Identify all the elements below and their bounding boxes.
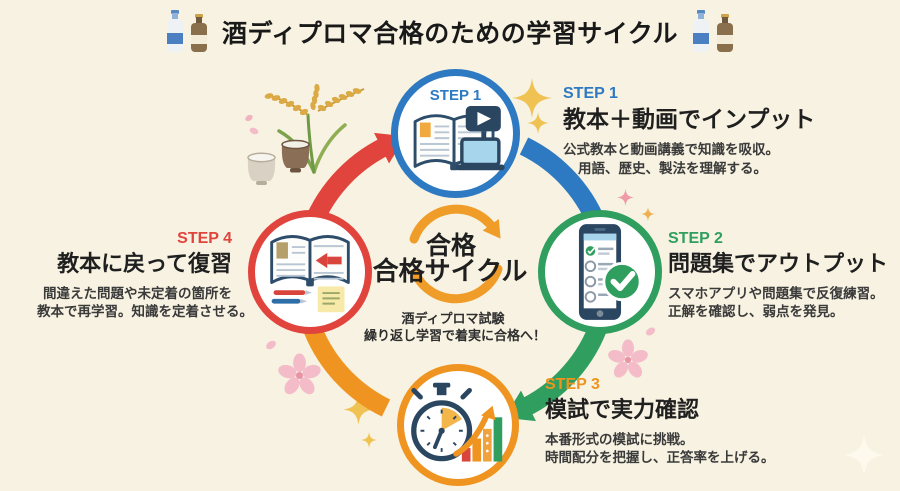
sparkle-icon bbox=[512, 78, 552, 118]
step2-label: STEP 2 bbox=[668, 230, 723, 247]
step3-text-block: STEP 3 模試で実力確認 本番形式の模試に挑戦。 時間配分を把握し、正答率を… bbox=[545, 376, 775, 468]
step1-text-block: STEP 1 教本＋動画でインプット 公式教本と動画講義で知識を吸収。 用語、歴… bbox=[563, 85, 815, 178]
smartphone-checklist-icon bbox=[578, 224, 642, 320]
center-caption-line2: 繰り返し学習で着実に合格へ！ bbox=[363, 328, 547, 343]
step1-desc-line2: 用語、歴史、製法を理解する。 bbox=[578, 160, 767, 176]
step1-circle: STEP 1 bbox=[391, 69, 520, 198]
sake-bottles-icon bbox=[166, 10, 207, 52]
step2-text-block: STEP 2 問題集でアウトプット スマホアプリや問題集で反復練習。 正解を確認… bbox=[668, 230, 888, 322]
step3-label: STEP 3 bbox=[545, 376, 600, 393]
step4-circle bbox=[248, 210, 372, 334]
petal-icon bbox=[645, 327, 656, 336]
center-caption-line1: 酒ディプロマ試験 bbox=[401, 311, 505, 326]
stopwatch-chart-icon bbox=[411, 382, 503, 462]
step3-circle bbox=[397, 364, 519, 486]
step2-desc-line2: 正解を確認し、弱点を発見。 bbox=[668, 304, 844, 320]
step4-desc-line2: 教本で再学習。知識を定着させる。 bbox=[37, 304, 253, 320]
sparkle-icon bbox=[617, 189, 634, 206]
page-title: 酒ディプロマ合格のための学習サイクル bbox=[221, 20, 678, 48]
open-book-review-icon bbox=[270, 235, 350, 313]
sparkle-icon bbox=[361, 432, 377, 448]
sparkle-icon bbox=[343, 394, 374, 425]
step3-desc-line1: 本番形式の模試に挑戦。 bbox=[545, 431, 694, 447]
step4-label: STEP 4 bbox=[177, 230, 232, 247]
book-laptop-video-icon bbox=[413, 105, 505, 170]
step4-text-block: STEP 4 教本に戻って復習 間違えた問題や未定着の箇所を 教本で再学習。知識… bbox=[37, 230, 253, 322]
arrow-step2-to-step3 bbox=[504, 318, 609, 422]
sake-cups-icon bbox=[247, 139, 310, 185]
petal-icon bbox=[245, 114, 259, 135]
step1-circle-label: STEP 1 bbox=[429, 86, 482, 104]
step3-heading: 模試で実力確認 bbox=[545, 397, 700, 423]
step1-desc-line1: 公式教本と動画講義で知識を吸収。 bbox=[563, 141, 779, 157]
step3-desc-line2: 時間配分を把握し、正答率を上げる。 bbox=[545, 450, 775, 466]
center-cycle-label: 合格サイクル bbox=[372, 256, 528, 286]
step4-desc-line1: 間違えた問題や未定着の箇所を bbox=[43, 285, 232, 301]
sake-bottles-icon bbox=[693, 10, 733, 52]
center-cycle-arrow-icon bbox=[409, 204, 503, 304]
cherry-blossom-icon bbox=[608, 339, 648, 378]
petal-icon bbox=[266, 340, 276, 350]
step2-heading: 問題集でアウトプット bbox=[668, 251, 889, 277]
arrow-step3-to-step4 bbox=[295, 301, 391, 417]
step2-circle bbox=[538, 210, 662, 334]
step1-heading: 教本＋動画でインプット bbox=[563, 106, 816, 133]
cherry-blossom-icon bbox=[278, 353, 321, 395]
step4-heading: 教本に戻って復習 bbox=[57, 251, 232, 277]
step2-desc-line1: スマホアプリや問題集で反復練習。 bbox=[668, 285, 884, 301]
center-badge: 合格 bbox=[425, 232, 477, 260]
sparkle-icon bbox=[641, 207, 655, 221]
sparkle-icon bbox=[527, 112, 549, 134]
sparkle-icon bbox=[843, 434, 885, 476]
header: 酒ディプロマ合格のための学習サイクル bbox=[0, 10, 900, 54]
step1-label: STEP 1 bbox=[563, 85, 618, 102]
